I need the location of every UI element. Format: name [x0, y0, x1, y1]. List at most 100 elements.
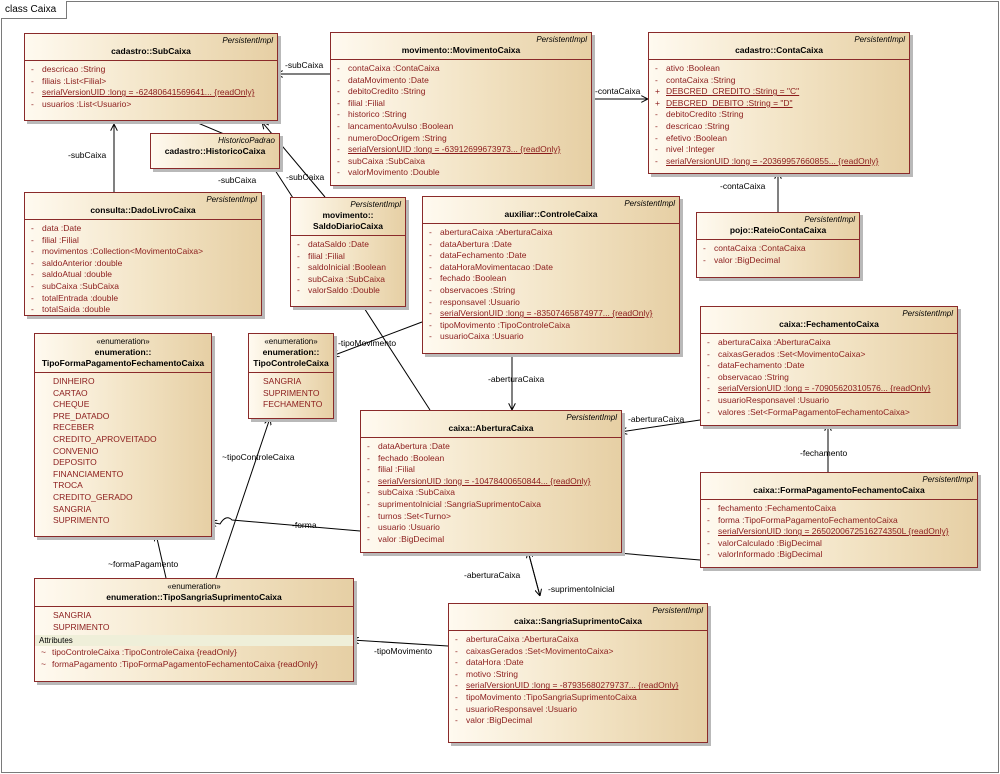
attribute-row: -valor :BigDecimal	[453, 715, 703, 727]
enum-literal: CONVENIO	[53, 445, 99, 456]
class-name: caixa::FormaPagamentoFechamentoCaixa	[753, 485, 925, 495]
class-subcaixa[interactable]: PersistentImpl cadastro::SubCaixa -descr…	[24, 33, 278, 121]
attribute-text: aberturaCaixa :AberturaCaixa	[440, 227, 553, 237]
visibility-marker: -	[337, 167, 340, 178]
visibility-marker: -	[707, 406, 710, 417]
visibility-marker: -	[367, 522, 370, 533]
visibility-marker: -	[707, 514, 710, 525]
visibility-marker: -	[429, 238, 432, 249]
attribute-text: DEBCRED_DEBITO :String = "D"	[666, 97, 793, 108]
enum-literal: TROCA	[53, 480, 83, 491]
attribute-row: -valorMovimento :Double	[335, 167, 587, 179]
class-contacaixa[interactable]: PersistentImpl cadastro::ContaCaixa -ati…	[648, 32, 910, 174]
class-movimentocaixa[interactable]: PersistentImpl movimento::MovimentoCaixa…	[330, 32, 592, 186]
attribute-text: serialVersionUID :long = -10478400650844…	[378, 475, 591, 486]
attribute-row: -valor :BigDecimal	[701, 255, 855, 267]
label-saldo-subcaixa: -subCaixa	[286, 172, 325, 182]
attribute-row: -serialVersionUID :long = -6391269967397…	[335, 144, 587, 156]
attribute-text: subCaixa :SubCaixa	[308, 273, 386, 284]
attribute-text: subCaixa :SubCaixa	[378, 487, 456, 498]
assoc-tiposangria-controle	[215, 418, 270, 579]
attribute-text: lancamentoAvulso :Boolean	[348, 120, 454, 131]
attribute-row: -usuarios :List<Usuario>	[29, 99, 273, 111]
attribute-row: -contaCaixa :ContaCaixa	[701, 243, 855, 255]
attribute-text: responsavel :Usuario	[440, 296, 520, 307]
attribute-list: -fechamento :FechamentoCaixa-forma :Tipo…	[701, 500, 977, 563]
visibility-marker: -	[31, 234, 34, 245]
attribute-text: data :Date	[42, 223, 82, 233]
attribute-row: -caixasGerados :Set<MovimentoCaixa>	[705, 349, 953, 361]
attribute-text: contaCaixa :ContaCaixa	[714, 243, 806, 253]
attribute-row: -turnos :Set<Turno>	[365, 511, 617, 523]
visibility-marker: -	[367, 441, 370, 451]
class-formapagamentofechamento[interactable]: PersistentImpl caixa::FormaPagamentoFech…	[700, 472, 978, 568]
attribute-text: usuario :Usuario	[378, 522, 440, 533]
enum-literal: CREDITO_APROVEITADO	[53, 433, 157, 444]
class-rateiocontacaixa[interactable]: PersistentImpl pojo::RateioContaCaixa -c…	[696, 212, 860, 278]
attribute-text: debitoCredito :String	[666, 109, 744, 120]
attribute-text: serialVersionUID :long = -63912699673973…	[348, 144, 561, 155]
attribute-row: -valor :BigDecimal	[365, 534, 617, 546]
enum-literal: DINHEIRO	[53, 376, 95, 386]
enum-tipoformapagamento[interactable]: «enumeration» enumeration:: TipoFormaPag…	[34, 333, 212, 537]
class-dadolivrocaixa[interactable]: PersistentImpl consulta::DadoLivroCaixa …	[24, 192, 262, 316]
attribute-row: ~formaPagamento :TipoFormaPagamentoFecha…	[39, 659, 349, 671]
label-forma-forma: -forma	[292, 520, 317, 530]
class-fechamentocaixa[interactable]: PersistentImpl caixa::FechamentoCaixa -a…	[700, 306, 958, 426]
visibility-marker: -	[455, 715, 458, 726]
attribute-text: historico :String	[348, 109, 407, 120]
attribute-row: ~tipoControleCaixa :TipoControleCaixa {r…	[39, 647, 349, 659]
visibility-marker: -	[297, 273, 300, 284]
attribute-text: serialVersionUID :long = -87935680279737…	[466, 680, 679, 691]
attribute-text: serialVersionUID :long = -62480641569641…	[42, 87, 255, 98]
attribute-row: -observacoes :String	[427, 285, 675, 297]
enum-tipocontrolecaixa[interactable]: «enumeration» enumeration:: TipoControle…	[248, 333, 334, 419]
attribute-row: -debitoCredito :String	[653, 109, 905, 121]
attribute-row: -valores :Set<FormaPagamentoFechamentoCa…	[705, 407, 953, 419]
stereotype: PersistentImpl	[222, 36, 273, 45]
class-aberturacaixa[interactable]: PersistentImpl caixa::AberturaCaixa -dat…	[360, 410, 622, 553]
visibility-marker: -	[707, 348, 710, 359]
enum-tiposangriasuprimento[interactable]: «enumeration» enumeration::TipoSangriaSu…	[34, 578, 354, 682]
assoc-sangria-tipo	[352, 640, 449, 647]
enum-literal: SUPRIMENTO	[53, 621, 110, 632]
attribute-row: -data :Date	[29, 223, 257, 235]
attribute-list: -contaCaixa :ContaCaixa-valor :BigDecima…	[697, 240, 859, 268]
class-sangriasuprimentocaixa[interactable]: PersistentImpl caixa::SangriaSuprimentoC…	[448, 603, 708, 743]
attribute-row: -nivel :Integer	[653, 144, 905, 156]
attribute-row: -efetivo :Boolean	[653, 133, 905, 145]
visibility-marker: -	[337, 155, 340, 166]
visibility-marker: +	[655, 97, 660, 108]
visibility-marker: -	[337, 120, 340, 131]
visibility-marker: -	[337, 86, 340, 97]
label-abert-suprimento: -suprimentoInicial	[548, 584, 615, 594]
attribute-text: fechado :Boolean	[378, 452, 445, 463]
attribute-row: -serialVersionUID :long = -8350746587497…	[427, 308, 675, 320]
visibility-marker: -	[31, 98, 34, 109]
visibility-marker: -	[707, 360, 710, 371]
attribute-list: -contaCaixa :ContaCaixa-dataMovimento :D…	[331, 60, 591, 181]
class-name: caixa::FechamentoCaixa	[779, 319, 879, 329]
attribute-text: fechado :Boolean	[440, 273, 507, 284]
attribute-row: -saldoAnterior :double	[29, 258, 257, 270]
attribute-row: -serialVersionUID :long = 26502006725162…	[705, 526, 973, 538]
label-mov-contacaixa: -contaCaixa	[595, 86, 641, 96]
label-tiposangria-forma: ~formaPagamento	[108, 559, 179, 569]
class-historicocaixa[interactable]: HistoricoPadrao cadastro::HistoricoCaixa	[150, 133, 280, 169]
attribute-row: -filial :Filial	[295, 251, 401, 263]
attribute-row: -caixasGerados :Set<MovimentoCaixa>	[453, 646, 703, 658]
class-controlecaixa[interactable]: PersistentImpl auxiliar::ControleCaixa -…	[422, 196, 680, 354]
attribute-row: -usuarioResponsavel :Usuario	[453, 704, 703, 716]
attribute-row: -dataHora :Date	[453, 657, 703, 669]
visibility-marker: -	[655, 109, 658, 120]
attribute-text: caixasGerados :Set<MovimentoCaixa>	[718, 348, 866, 359]
visibility-marker: -	[31, 64, 34, 74]
visibility-marker: -	[297, 285, 300, 296]
class-saldodiariocaixa[interactable]: PersistentImpl movimento:: SaldoDiarioCa…	[290, 197, 406, 307]
attribute-text: forma :TipoFormaPagamentoFechamentoCaixa	[718, 514, 898, 525]
class-name-line2: SaldoDiarioCaixa	[313, 221, 383, 231]
attribute-text: dataFechamento :Date	[440, 250, 527, 261]
attribute-row: -usuarioResponsavel :Usuario	[705, 395, 953, 407]
visibility-marker: -	[455, 657, 458, 668]
